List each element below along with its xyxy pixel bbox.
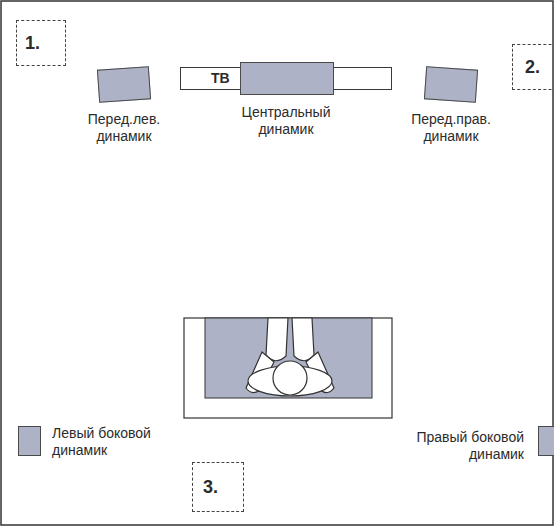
person-leg [266, 318, 288, 361]
speaker-box [18, 426, 41, 456]
speaker-label: Центральный динамик [226, 104, 346, 138]
person-head [273, 361, 307, 395]
speaker-box [240, 62, 334, 95]
person-figure [246, 318, 334, 396]
speaker-box [538, 426, 554, 456]
sofa-seat [205, 318, 372, 398]
speaker-label: Перед.лев. динамик [78, 111, 170, 145]
callout-number: 2. [525, 57, 540, 77]
speaker-label: Правый боковой динамик [404, 429, 524, 463]
callout-number: 1. [25, 33, 40, 53]
speaker-box [424, 66, 478, 103]
person-leg [292, 318, 314, 361]
tv-label: ТВ [211, 70, 230, 87]
sofa-outline [184, 318, 392, 418]
callout-number: 3. [203, 477, 218, 497]
speaker-label: Перед.прав. динамик [403, 111, 499, 145]
callout-box: 3. [192, 462, 244, 512]
tv-stand: ТВ [180, 67, 392, 90]
callout-box: 1. [16, 20, 66, 66]
callout-box: 2. [512, 44, 554, 90]
speaker-box [97, 66, 151, 103]
speaker-label: Левый боковой динамик [52, 425, 164, 459]
